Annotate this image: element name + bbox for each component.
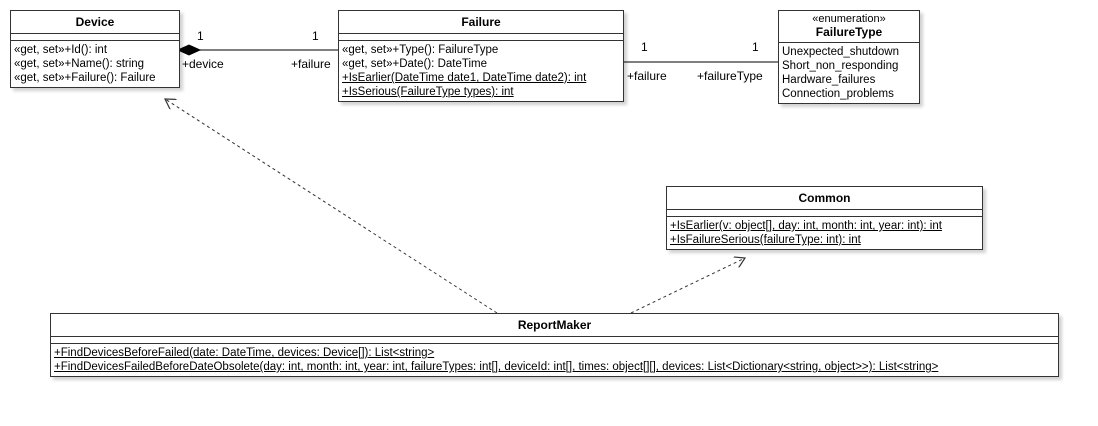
enum-literals: Unexpected_shutdown Short_non_responding… xyxy=(779,43,919,103)
static-operation: +IsFailureSerious(failureType: int): int xyxy=(670,234,861,246)
class-failure-attributes xyxy=(339,34,623,41)
enum-literal: Short_non_responding xyxy=(782,60,899,72)
class-failure[interactable]: Failure «get, set»+Type(): FailureType «… xyxy=(338,10,624,102)
operation: «get, set»+Failure(): Failure xyxy=(14,72,156,84)
static-operation: +IsSerious(FailureType types): int xyxy=(342,86,514,98)
device-failure-left-role: +device xyxy=(182,57,224,71)
class-device-name: Device xyxy=(11,11,179,34)
enum-literal: Connection_problems xyxy=(782,88,894,100)
operation: «get, set»+Name(): string xyxy=(14,58,145,70)
class-report-maker-operations: +FindDevicesBeforeFailed(date: DateTime,… xyxy=(51,344,1058,376)
class-common-operations: +IsEarlier(v: object[], day: int, month:… xyxy=(667,217,982,249)
class-common-name: Common xyxy=(667,187,982,210)
operation: «get, set»+Date(): DateTime xyxy=(342,58,487,70)
static-operation: +FindDevicesFailedBeforeDateObsolete(day… xyxy=(54,361,939,373)
class-common-attributes xyxy=(667,210,982,217)
static-operation: +IsEarlier(v: object[], day: int, month:… xyxy=(670,220,942,232)
static-operation: +FindDevicesBeforeFailed(date: DateTime,… xyxy=(54,347,435,359)
class-report-maker[interactable]: ReportMaker +FindDevicesBeforeFailed(dat… xyxy=(50,313,1059,377)
class-report-maker-name: ReportMaker xyxy=(51,314,1058,337)
static-operation: +IsEarlier(DateTime date1, DateTime date… xyxy=(342,72,587,84)
class-common[interactable]: Common +IsEarlier(v: object[], day: int,… xyxy=(666,186,983,250)
failure-type-right-multiplicity: 1 xyxy=(752,40,759,54)
class-failure-operations: «get, set»+Type(): FailureType «get, set… xyxy=(339,41,623,101)
device-failure-right-role: +failure xyxy=(291,57,331,71)
failure-type-right-role: +failureType xyxy=(697,69,763,83)
class-device[interactable]: Device «get, set»+Id(): int «get, set»+N… xyxy=(10,10,180,88)
device-failure-left-multiplicity: 1 xyxy=(197,29,204,43)
class-failure-name: Failure xyxy=(339,11,623,34)
class-report-maker-attributes xyxy=(51,337,1058,344)
composition-diamond xyxy=(176,44,202,56)
enum-literal: Unexpected_shutdown xyxy=(782,46,899,58)
enum-failure-type[interactable]: «enumeration» FailureType Unexpected_shu… xyxy=(778,10,920,104)
dependency-reportmaker-common xyxy=(630,258,745,314)
device-failure-right-multiplicity: 1 xyxy=(312,29,319,43)
operation: «get, set»+Type(): FailureType xyxy=(342,44,499,56)
failure-type-left-role: +failure xyxy=(627,69,667,83)
failure-type-left-multiplicity: 1 xyxy=(641,40,648,54)
class-device-operations: «get, set»+Id(): int «get, set»+Name(): … xyxy=(11,41,179,87)
enum-literal: Hardware_failures xyxy=(782,74,876,86)
operation: «get, set»+Id(): int xyxy=(14,44,108,56)
class-device-attributes xyxy=(11,34,179,41)
enum-failure-type-name: FailureType xyxy=(779,25,919,43)
dependency-reportmaker-device xyxy=(165,99,498,314)
enum-stereotype: «enumeration» xyxy=(812,13,886,25)
